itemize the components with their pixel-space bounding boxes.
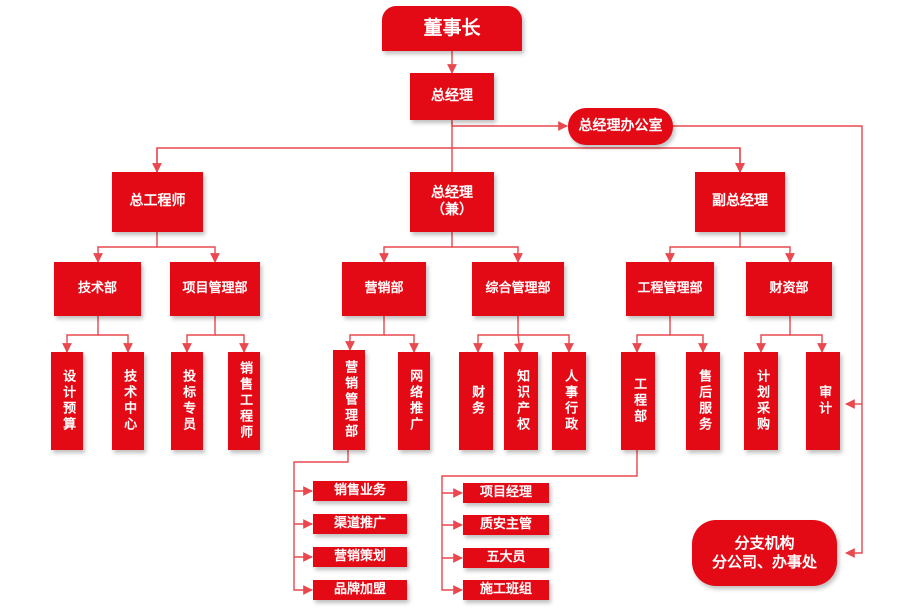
branch-box: 分支机构 分公司、办事处	[692, 520, 837, 586]
gm-concurrent-box: 总经理 （兼）	[410, 172, 494, 232]
engineering-item-label: 五大员	[486, 549, 526, 565]
marketing-item-label: 销售业务	[333, 482, 386, 498]
branch-line2: 分公司、办事处	[711, 553, 817, 571]
dept-general-mgmt-label: 综合管理部	[485, 280, 551, 296]
dept-marketing-label: 营销部	[364, 280, 404, 296]
gm-office-box: 总经理办公室	[568, 108, 673, 145]
unit-tech-center-label: 技术中心	[121, 369, 137, 433]
link-office-right	[673, 125, 863, 558]
gm-concurrent-line1: 总经理	[431, 184, 473, 201]
dept-tech-box: 技术部	[54, 262, 141, 316]
marketing-item: 营销策划	[313, 547, 407, 567]
branch-line1: 分支机构	[734, 534, 795, 553]
unit-hr-admin-label: 人事行政	[562, 369, 578, 433]
marketing-item-label: 品牌加盟	[333, 581, 386, 597]
engineering-item: 质安主管	[463, 515, 549, 535]
engineering-item: 施工班组	[463, 580, 549, 600]
unit-planning-purchase-label: 计划采购	[754, 369, 770, 433]
unit-tech-center: 技术中心	[112, 352, 144, 450]
unit-after-sales: 售后服务	[686, 352, 720, 450]
gm-concurrent-line2: （兼）	[431, 202, 473, 218]
unit-after-sales-label: 售后服务	[696, 369, 712, 433]
unit-planning-purchase: 计划采购	[744, 352, 778, 450]
unit-bid-specialist: 投标专员	[171, 352, 203, 450]
unit-finance-label: 财务	[469, 385, 485, 417]
marketing-item: 品牌加盟	[313, 580, 407, 600]
gm-office-label: 总经理办公室	[578, 117, 663, 134]
dept-marketing-box: 营销部	[342, 262, 426, 316]
engineering-item-label: 施工班组	[479, 581, 532, 597]
chief-engineer-box: 总工程师	[112, 172, 203, 232]
engineering-item: 五大员	[463, 548, 549, 568]
marketing-item-label: 营销策划	[333, 548, 386, 564]
marketing-item: 销售业务	[313, 481, 407, 501]
link-gm-office	[451, 121, 568, 131]
unit-sales-engineer: 销售工程师	[228, 352, 260, 450]
deputy-gm-label: 副总经理	[712, 193, 768, 210]
dept-engineering-mgmt-box: 工程管理部	[626, 262, 714, 316]
unit-ip-label: 知识产权	[514, 369, 530, 433]
unit-hr-admin: 人事行政	[552, 352, 586, 450]
unit-audit-label: 审计	[816, 385, 832, 417]
engineering-item: 项目经理	[463, 483, 549, 503]
chairman-label: 董事长	[423, 16, 481, 39]
dept-project-mgmt-box: 项目管理部	[170, 262, 260, 316]
unit-engineering-label: 工程部	[631, 377, 647, 425]
unit-engineering: 工程部	[621, 352, 655, 450]
dept-finance-assets-label: 财资部	[769, 280, 809, 296]
unit-online-promo: 网络推广	[398, 352, 430, 450]
engineering-item-label: 项目经理	[479, 484, 532, 500]
unit-ip: 知识产权	[504, 352, 538, 450]
dept-tech-label: 技术部	[77, 280, 117, 296]
dept-finance-assets-box: 财资部	[746, 262, 832, 316]
unit-marketing-mgmt: 营销管理部	[333, 350, 365, 450]
dept-engineering-mgmt-label: 工程管理部	[637, 280, 703, 296]
dept-general-mgmt-box: 综合管理部	[472, 262, 564, 316]
general-manager-label: 总经理	[431, 87, 473, 104]
unit-marketing-mgmt-label: 营销管理部	[342, 360, 358, 440]
chairman-box: 董事长	[382, 6, 522, 51]
unit-sales-engineer-label: 销售工程师	[237, 361, 253, 441]
unit-audit: 审计	[806, 352, 840, 450]
unit-design-budget-label: 设计预算	[60, 369, 76, 433]
general-manager-box: 总经理	[410, 73, 494, 120]
marketing-item-label: 渠道推广	[333, 515, 386, 531]
unit-bid-specialist-label: 投标专员	[180, 369, 196, 433]
chief-engineer-label: 总工程师	[129, 193, 186, 210]
engineering-item-label: 质安主管	[479, 516, 532, 532]
unit-finance: 财务	[459, 352, 493, 450]
unit-online-promo-label: 网络推广	[407, 369, 423, 433]
unit-design-budget: 设计预算	[51, 352, 83, 450]
deputy-gm-box: 副总经理	[695, 172, 785, 232]
marketing-item: 渠道推广	[313, 514, 407, 534]
dept-project-mgmt-label: 项目管理部	[182, 280, 248, 296]
